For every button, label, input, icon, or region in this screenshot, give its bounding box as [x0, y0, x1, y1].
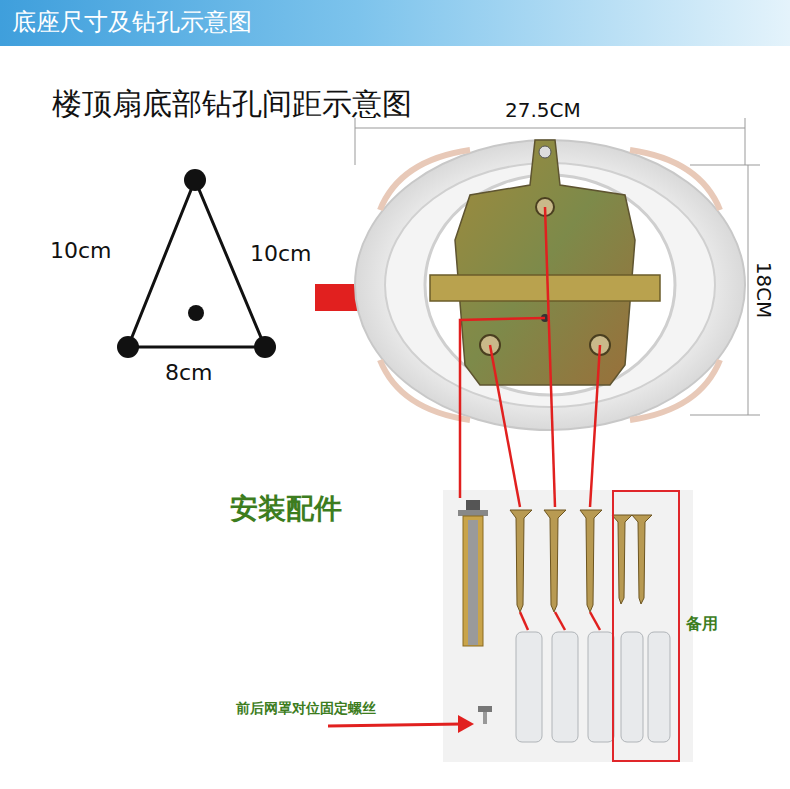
accessory-photo — [443, 490, 693, 762]
part-label: 前后网罩对位固定螺丝 — [236, 700, 376, 717]
center-hole — [188, 305, 204, 321]
dimension-label: 8cm — [165, 360, 213, 386]
drill-hole — [117, 336, 139, 358]
drill-hole — [254, 336, 276, 358]
wall-anchors — [516, 632, 670, 742]
screws — [510, 510, 652, 612]
expansion-bolt — [458, 500, 488, 646]
small-screw — [478, 706, 492, 724]
dimension-label: 18CM — [752, 262, 776, 319]
drill-triangle — [128, 180, 265, 347]
diagram-heading: 楼顶扇底部钻孔间距示意图 — [52, 86, 412, 122]
page-title: 底座尺寸及钻孔示意图 — [12, 8, 252, 37]
section-label: 安装配件 — [230, 492, 342, 526]
dimension-label: 10cm — [50, 238, 112, 264]
dimension-label: 27.5CM — [505, 98, 581, 122]
spare-parts-box: 备用 — [612, 490, 680, 762]
drill-hole — [184, 169, 206, 191]
leader-lines — [460, 207, 600, 630]
box-label: 备用 — [686, 614, 718, 633]
screw-arrow — [328, 715, 474, 733]
dimension-label: 10cm — [250, 241, 312, 267]
